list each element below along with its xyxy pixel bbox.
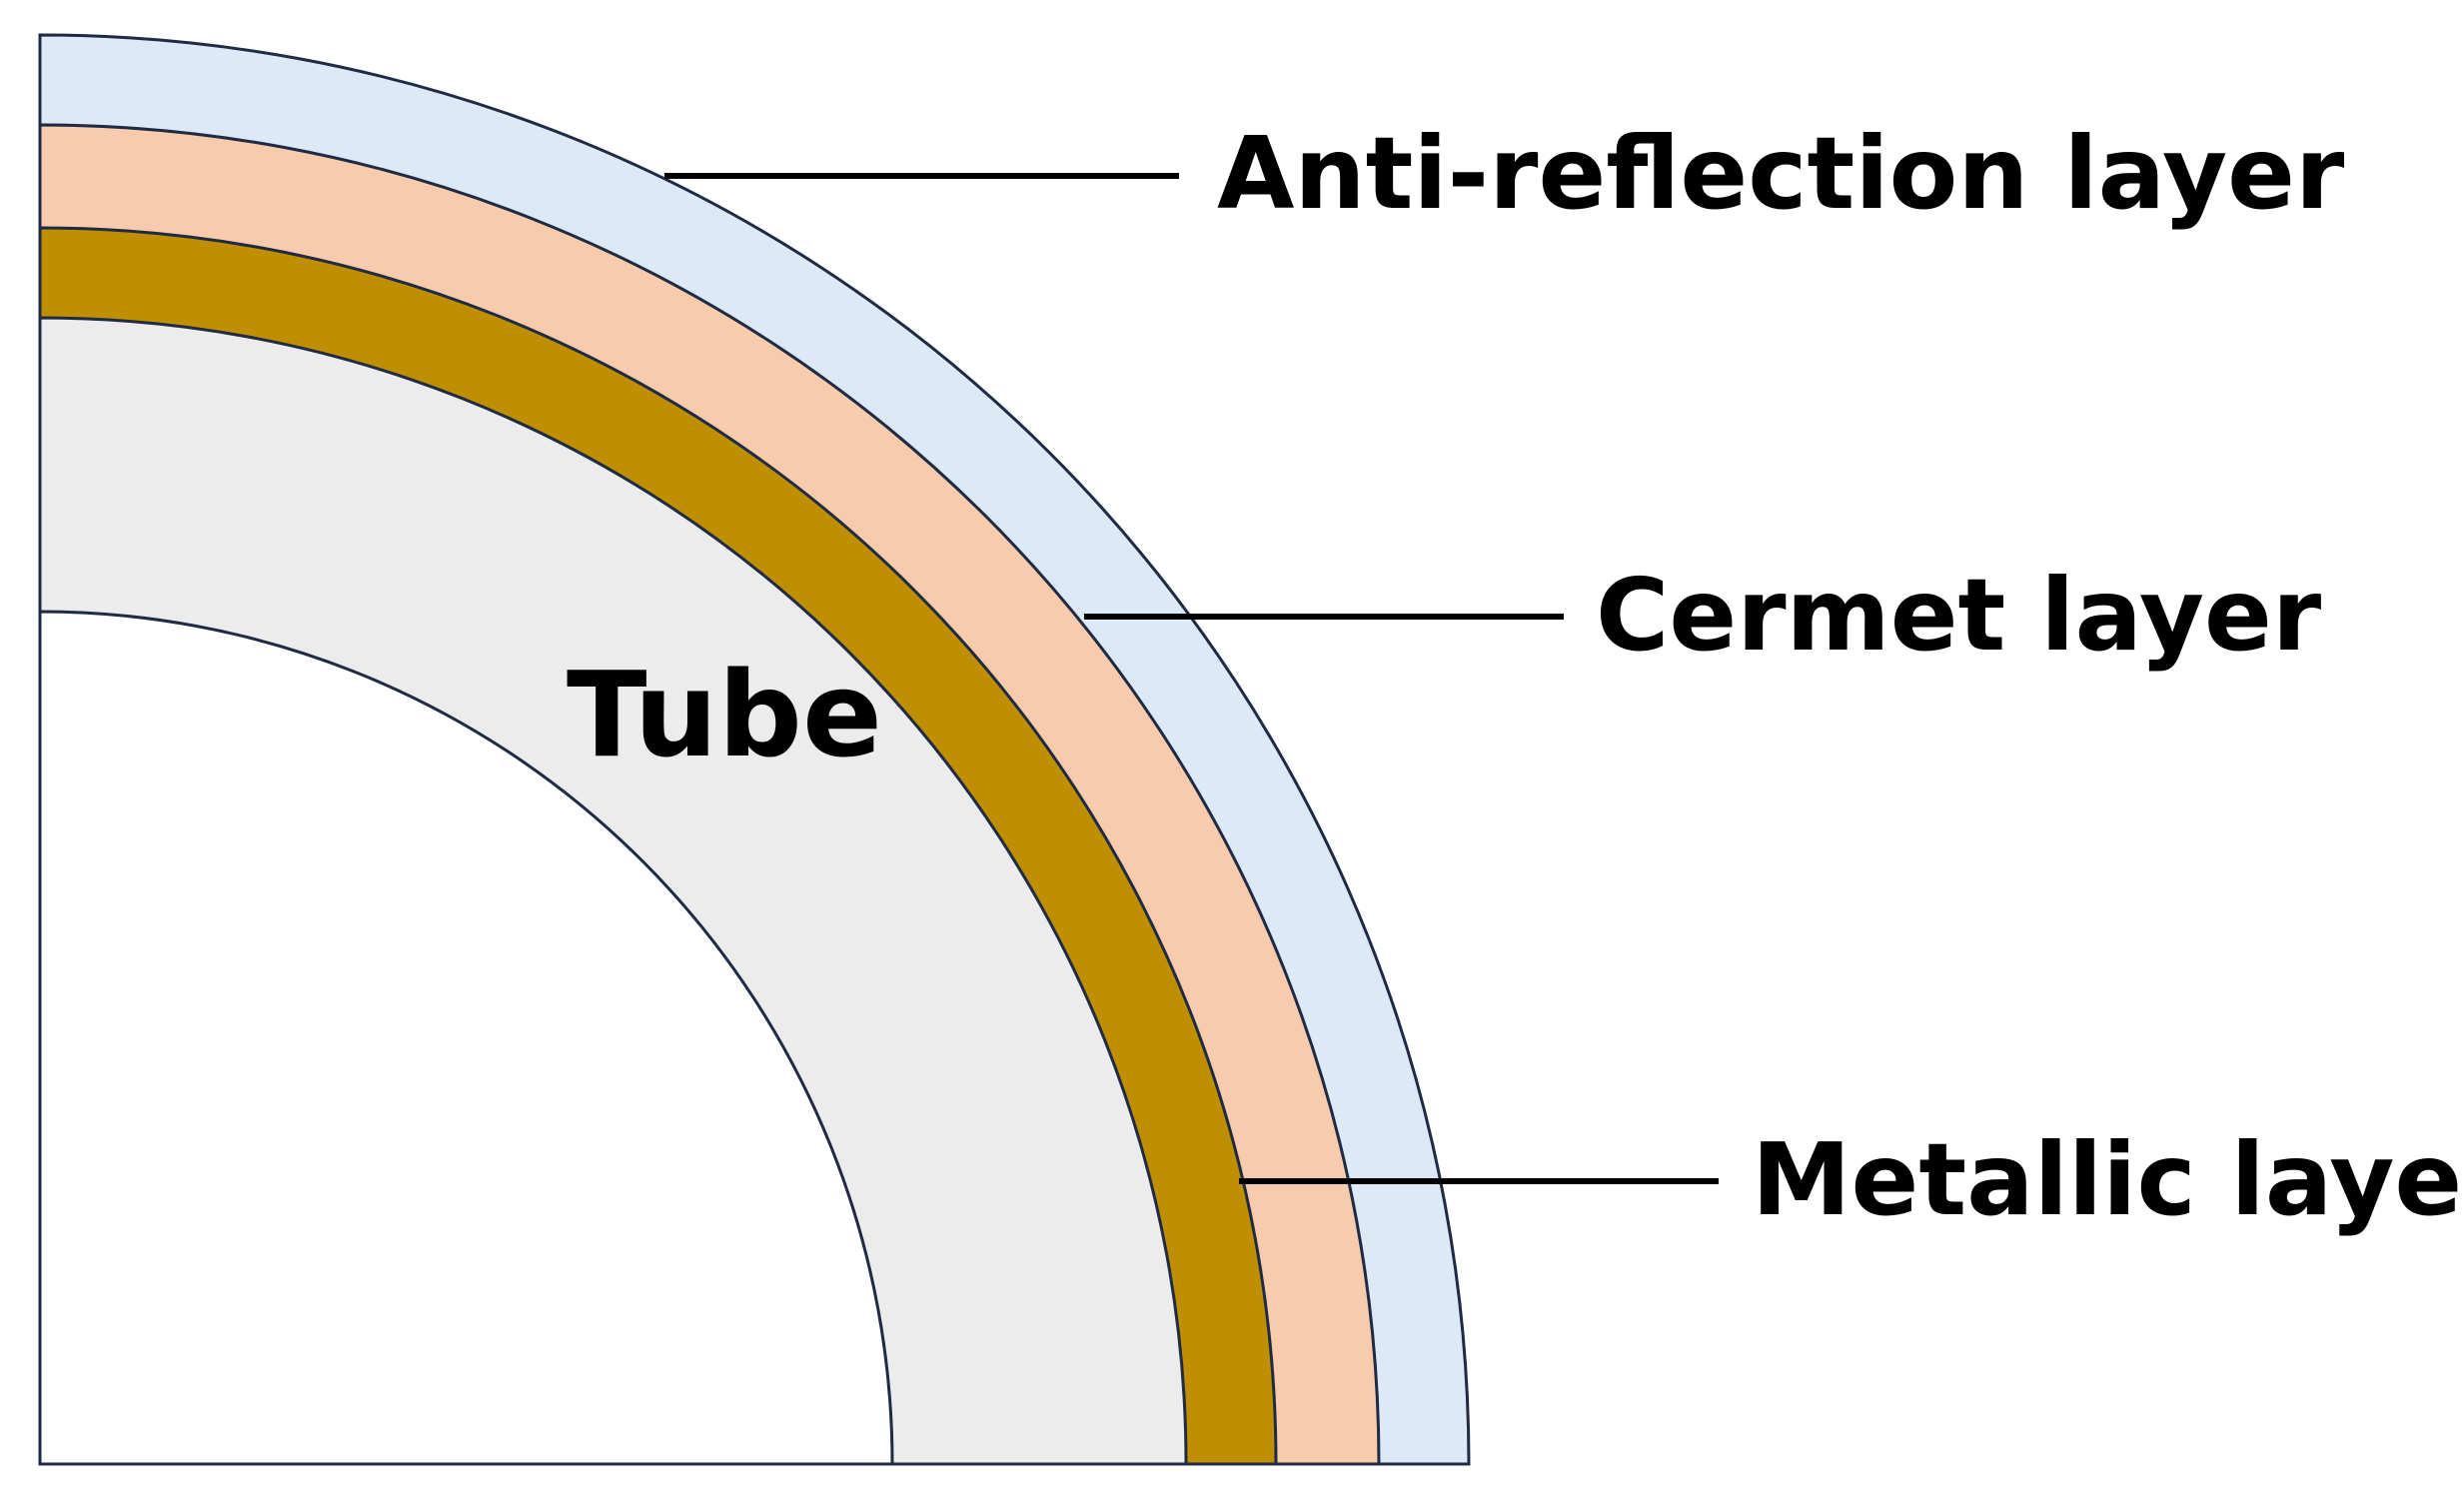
tube-label: Tube	[567, 646, 882, 783]
cermet-label: Cermet layer	[1596, 557, 2322, 674]
anti-reflection-label: Anti-reflection layer	[1217, 115, 2345, 232]
metallic-label: Metallic layer	[1752, 1121, 2464, 1238]
tube-bore	[38, 610, 894, 1466]
